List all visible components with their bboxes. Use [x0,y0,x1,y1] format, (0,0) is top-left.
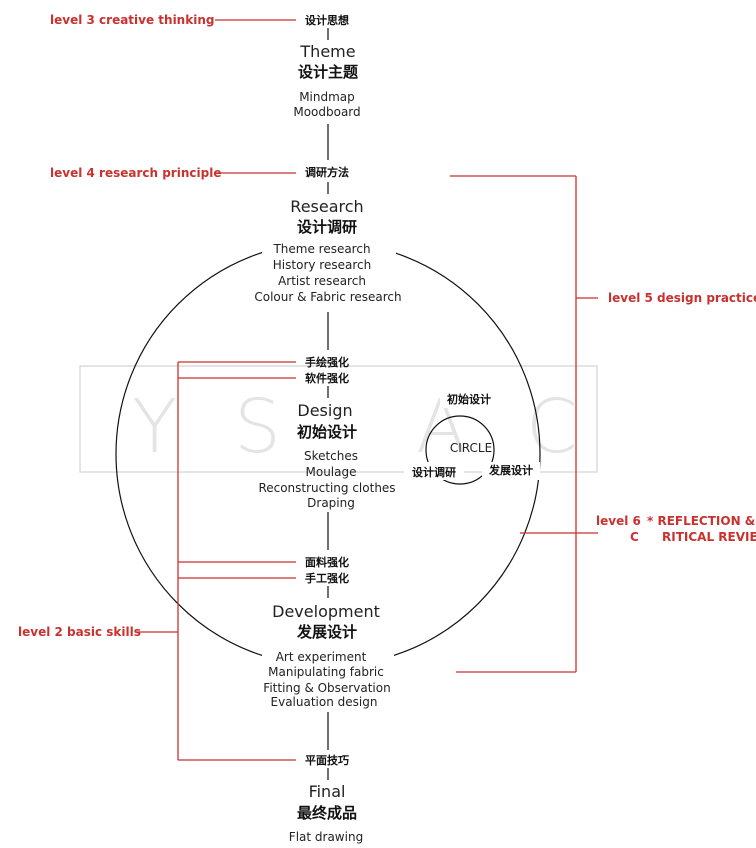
svg-text:C: C [630,530,639,544]
research-item: Artist research [278,274,366,288]
design-title: Design [297,401,352,420]
research-item: History research [273,258,371,272]
step-software: 软件强化 [305,371,349,385]
step-handcraft: 手工强化 [305,571,349,585]
level-2-label: level 2 basic skills [18,625,141,639]
research-item: Colour & Fabric research [254,290,401,304]
research-title-cn: 设计调研 [297,218,357,236]
step-design-thinking: 设计思想 [305,13,349,27]
research-title: Research [290,197,363,216]
mini-cycle-right: 发展设计 [488,463,533,477]
final-title-cn: 最终成品 [297,804,357,822]
watermark-letter: C [526,384,578,470]
theme-item: Moodboard [293,105,360,119]
level-6-label: level 6 * REFLECTION & C RITICAL REVIEW [596,514,756,544]
development-title: Development [272,602,380,621]
development-item: Fitting & Observation [263,681,390,695]
level-5-label: level 5 design practice [608,291,756,305]
theme-item: Mindmap [299,90,355,104]
step-flat-skill: 平面技巧 [305,753,349,767]
theme-title: Theme [299,42,355,61]
design-title-cn: 初始设计 [297,423,357,441]
development-item: Evaluation design [271,695,378,709]
development-title-cn: 发展设计 [296,623,357,641]
svg-text:RITICAL REVIEW: RITICAL REVIEW [662,530,756,544]
watermark-frame [79,365,598,473]
step-fabric: 面料强化 [305,555,349,569]
design-item: Reconstructing clothes [258,481,395,495]
mini-cycle-label: CIRCLE [450,441,492,455]
mini-cycle-left: 设计调研 [412,465,456,479]
design-item: Sketches [304,449,358,463]
watermark: Y S A C [79,365,598,473]
final-title: Final [309,782,346,801]
level-4-label: level 4 research principle [50,166,221,180]
development-item: Manipulating fabric [268,665,384,679]
design-item: Draping [307,496,355,510]
mini-cycle-circle [425,415,495,485]
development-item: Art experiment [276,650,367,664]
level-3-label: level 3 creative thinking [50,13,214,27]
level-connectors [135,19,598,761]
watermark-letter: Y [132,384,177,470]
theme-title-cn: 设计主题 [298,63,359,81]
svg-text:* REFLECTION &: * REFLECTION & [647,514,755,528]
research-item: Theme research [272,242,370,256]
mini-cycle-top: 初始设计 [447,392,491,406]
step-hand-drawing: 手绘强化 [305,355,349,369]
mini-cycle: CIRCLE 初始设计 设计调研 发展设计 [404,390,540,485]
step-research-method: 调研方法 [305,165,349,179]
design-item: Moulage [306,465,357,479]
svg-text:level 6: level 6 [596,514,641,528]
final-item: Flat drawing [289,830,363,844]
watermark-letter: S [234,384,281,470]
